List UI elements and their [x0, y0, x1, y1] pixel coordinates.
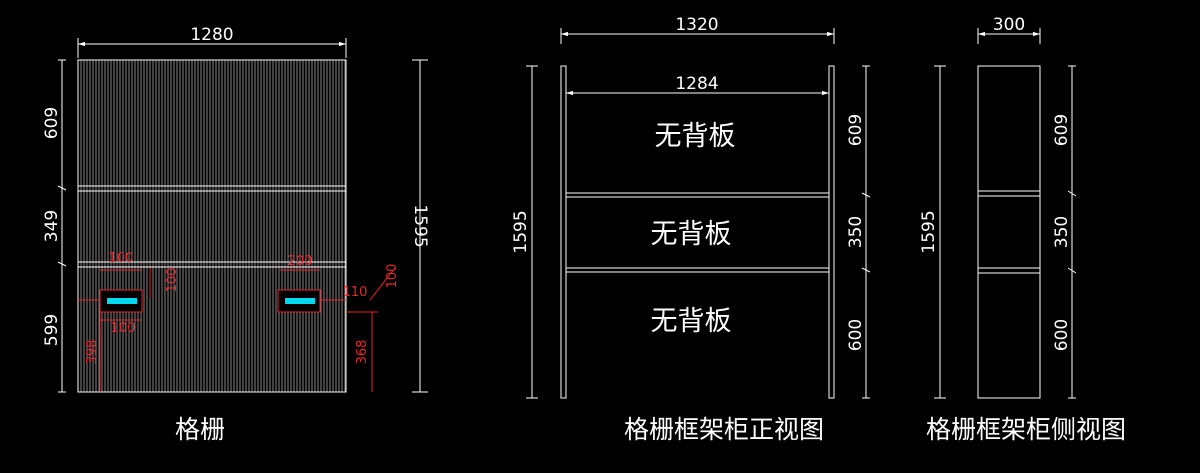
side-view: 300 1595 609 350 600 格栅框架柜侧视图	[919, 15, 1126, 444]
front-seg-tick-3	[861, 267, 871, 273]
grille-seg-bot-label: 599	[42, 314, 62, 346]
left-box-side-label: 100	[165, 268, 180, 293]
left-box-top-label: 100	[109, 251, 134, 266]
side-height-label: 1595	[919, 210, 939, 253]
right-handle-detail: 200 110 100 368	[277, 254, 400, 392]
grille-height-label: 1595	[410, 204, 430, 247]
front-inner-label: 1284	[675, 74, 718, 94]
front-right-post	[828, 65, 835, 399]
front-width-label: 1320	[675, 15, 718, 35]
side-seg-tick-2	[1067, 190, 1077, 197]
right-handle-slot	[285, 298, 315, 304]
front-seg-tick-2	[861, 192, 871, 198]
front-seg-top-label: 609	[846, 114, 866, 146]
side-seg-tick-3	[1067, 267, 1077, 274]
front-height-label: 1595	[511, 210, 531, 253]
front-left-post	[560, 65, 567, 399]
front-seg-bot-label: 600	[846, 319, 866, 351]
side-seg-mid-label: 350	[1052, 216, 1072, 248]
grille-seg-mid-label: 349	[42, 210, 62, 242]
grille-slats	[80, 60, 346, 392]
side-caption: 格栅框架柜侧视图	[926, 415, 1126, 444]
right-box-right-label: 100	[385, 264, 400, 289]
side-seg-top-label: 609	[1052, 114, 1072, 146]
left-handle-detail: 100 100 100 398	[78, 251, 180, 392]
grille-seg-tick-3	[57, 261, 67, 267]
front-caption: 格栅框架柜正视图	[624, 415, 824, 444]
grille-caption: 格栅	[175, 415, 225, 444]
grille-width-label: 1280	[190, 25, 233, 45]
left-box-inner-label: 100	[111, 321, 136, 336]
side-outline	[977, 65, 1041, 399]
right-box-side-label: 110	[343, 285, 368, 300]
front-panel-label-top: 无背板	[655, 121, 736, 152]
right-box-vert-label: 368	[355, 340, 370, 365]
side-width-label: 300	[993, 15, 1025, 35]
front-view: 1320 1284 1595 609 350 600 无背板 无背板 无背板 格…	[511, 15, 871, 444]
front-panel-label-bot: 无背板	[651, 306, 732, 337]
grille-view: 1280 609 349 599 1595 100 100 100 398	[42, 25, 430, 444]
right-box-top-label: 200	[288, 254, 313, 269]
front-panel-label-mid: 无背板	[651, 219, 732, 250]
front-seg-mid-label: 350	[846, 216, 866, 248]
side-seg-bot-label: 600	[1052, 319, 1072, 351]
grille-seg-top-label: 609	[42, 107, 62, 139]
left-box-vert-label: 398	[85, 340, 100, 365]
grille-seg-tick-2	[57, 185, 67, 191]
left-handle-slot	[107, 298, 137, 304]
grille-outline	[77, 59, 347, 393]
right-box-leader	[369, 267, 396, 301]
